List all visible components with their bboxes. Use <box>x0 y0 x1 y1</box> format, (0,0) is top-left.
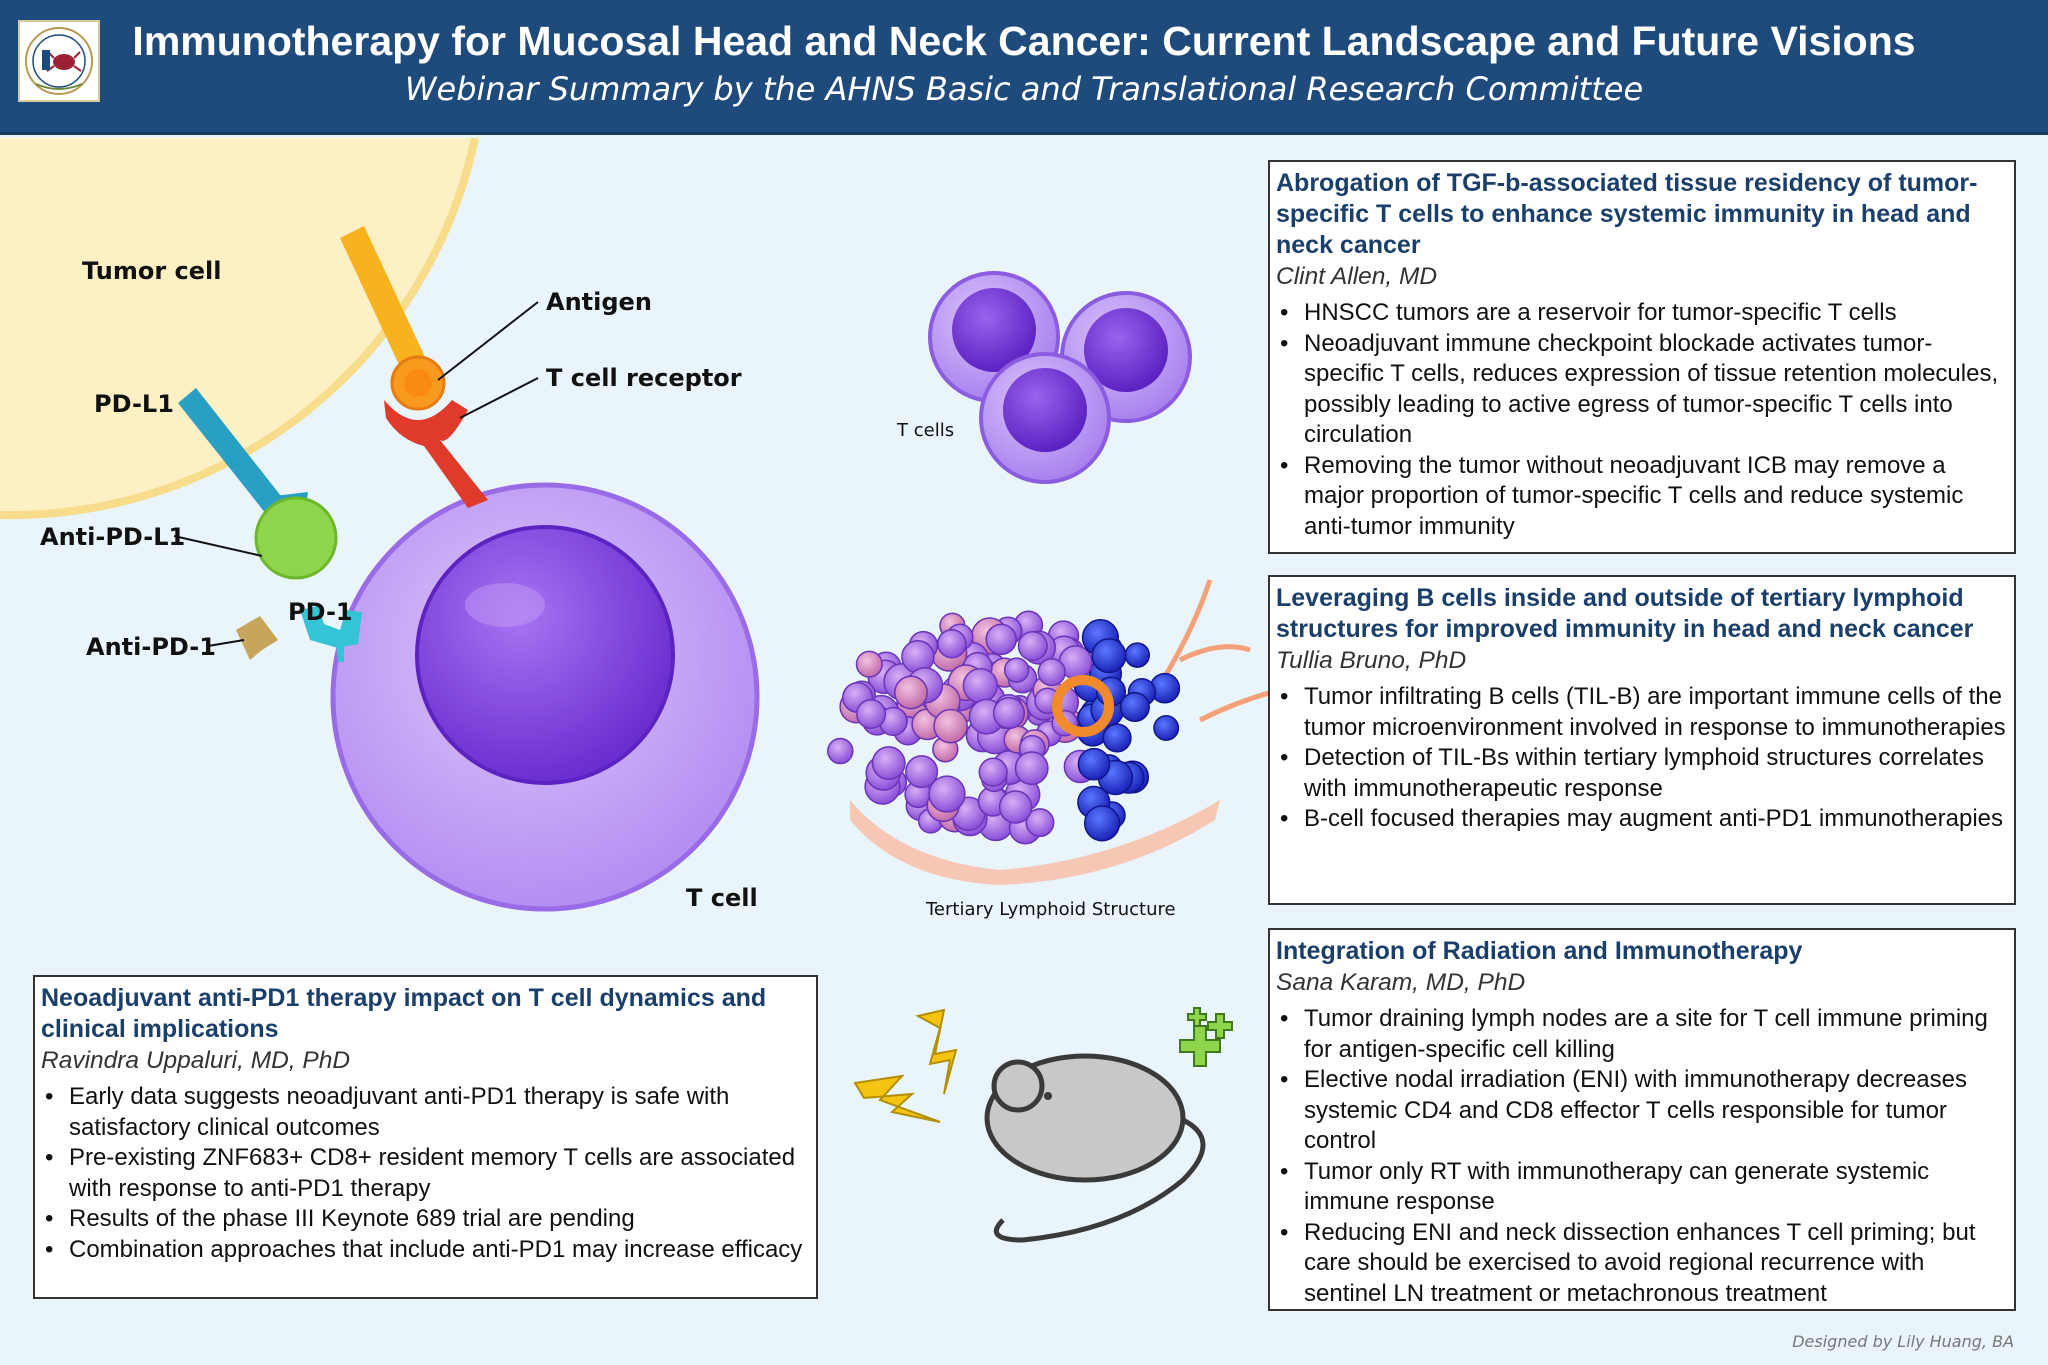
bullet-list: HNSCC tumors are a reservoir for tumor-s… <box>1276 298 2008 542</box>
header-bar: Immunotherapy for Mucosal Head and Neck … <box>0 0 2048 135</box>
panel-allen: Abrogation of TGF-b-associated tissue re… <box>1268 160 2016 554</box>
bullet-item: Pre-existing ZNF683+ CD8+ resident memor… <box>41 1143 810 1204</box>
anti-pd-1-label: Anti-PD-1 <box>86 633 216 661</box>
bullet-item: Results of the phase III Keynote 689 tri… <box>41 1204 810 1235</box>
panel-karam: Integration of Radiation and Immunothera… <box>1268 928 2016 1311</box>
t-cells-cluster <box>928 271 1192 484</box>
panel-author: Ravindra Uppaluri, MD, PhD <box>41 1047 351 1074</box>
bullet-item: Early data suggests neoadjuvant anti-PD1… <box>41 1082 810 1143</box>
page-subtitle: Webinar Summary by the AHNS Basic and Tr… <box>404 70 1644 108</box>
t-cell-shape <box>330 482 760 912</box>
bullet-item: Elective nodal irradiation (ENI) with im… <box>1276 1065 2008 1157</box>
plus-icon <box>1179 1007 1233 1067</box>
bullet-item: Reducing ENI and neck dissection enhance… <box>1276 1218 2008 1310</box>
ahns-logo-icon <box>18 20 100 102</box>
anti-pd-l1-shape <box>254 496 338 580</box>
bullet-item: B-cell focused therapies may augment ant… <box>1276 804 2008 835</box>
page-title: Immunotherapy for Mucosal Head and Neck … <box>132 18 1916 64</box>
bullet-item: Combination approaches that include anti… <box>41 1235 810 1266</box>
t-cell-receptor-label: T cell receptor <box>546 364 742 392</box>
tls-label: Tertiary Lymphoid Structure <box>926 899 1176 920</box>
bullet-item: Detection of TIL-Bs within tertiary lymp… <box>1276 743 2008 804</box>
panel-title: Neoadjuvant anti-PD1 therapy impact on T… <box>41 984 767 1043</box>
t-cell-label: T cell <box>686 884 758 912</box>
tumor-cell-label: Tumor cell <box>82 257 222 285</box>
mouse-icon <box>984 1053 1206 1243</box>
tertiary-lymphoid-structure <box>827 579 1281 885</box>
panel-title: Integration of Radiation and Immunothera… <box>1276 937 1803 965</box>
panel-bruno: Leveraging B cells inside and outside of… <box>1268 575 2016 905</box>
bullet-item: Tumor infiltrating B cells (TIL-B) are i… <box>1276 682 2008 743</box>
bullet-list: Tumor draining lymph nodes are a site fo… <box>1276 1004 2008 1309</box>
pd-l1-label: PD-L1 <box>94 390 174 418</box>
immunology-illustration <box>0 138 1281 1243</box>
bullet-item: HNSCC tumors are a reservoir for tumor-s… <box>1276 298 2008 329</box>
designer-credit: Designed by Lily Huang, BA <box>1792 1332 2014 1351</box>
panel-uppaluri: Neoadjuvant anti-PD1 therapy impact on T… <box>33 975 818 1299</box>
bullet-item: Removing the tumor without neoadjuvant I… <box>1276 451 2008 543</box>
panel-title: Abrogation of TGF-b-associated tissue re… <box>1276 169 1978 259</box>
bullet-item: Tumor only RT with immunotherapy can gen… <box>1276 1157 2008 1218</box>
panel-author: Tullia Bruno, PhD <box>1276 647 1467 674</box>
panel-title: Leveraging B cells inside and outside of… <box>1276 584 1974 643</box>
anti-pd-1-shape <box>236 616 278 660</box>
antigen-label: Antigen <box>546 288 652 316</box>
bullet-item: Tumor draining lymph nodes are a site fo… <box>1276 1004 2008 1065</box>
t-cells-label: T cells <box>897 420 955 441</box>
pd-1-label: PD-1 <box>288 598 353 626</box>
antigen-shape <box>340 226 446 411</box>
panel-author: Clint Allen, MD <box>1276 263 1438 290</box>
bullet-item: Neoadjuvant immune checkpoint blockade a… <box>1276 329 2008 451</box>
panel-author: Sana Karam, MD, PhD <box>1276 969 1526 996</box>
lightning-icon <box>853 1008 958 1123</box>
bullet-list: Tumor infiltrating B cells (TIL-B) are i… <box>1276 682 2008 835</box>
anti-pd-l1-label: Anti-PD-L1 <box>40 523 186 551</box>
bullet-list: Early data suggests neoadjuvant anti-PD1… <box>41 1082 810 1265</box>
pd-1-shape <box>300 606 362 662</box>
t-cell-receptor-shape <box>384 400 488 508</box>
